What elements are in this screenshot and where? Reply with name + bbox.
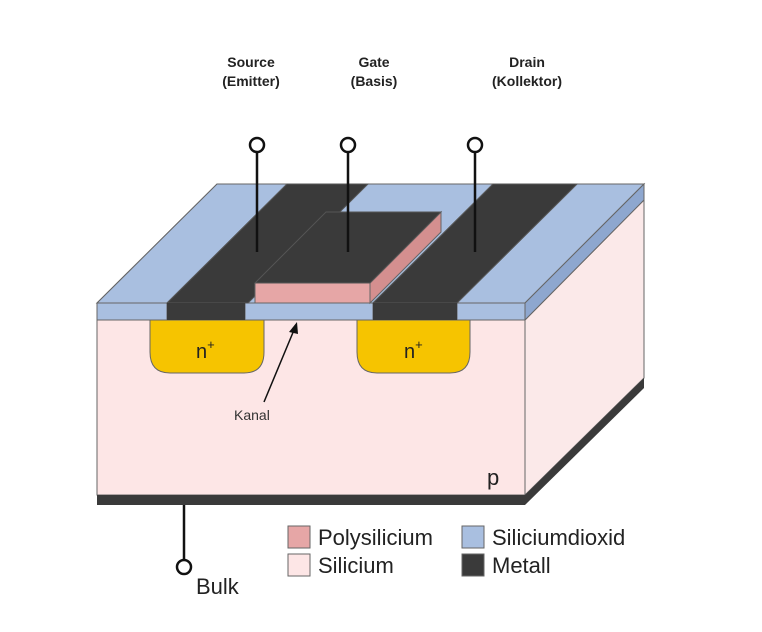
- source-terminal: [248, 136, 266, 154]
- legend-label-siliciumdioxid: Siliciumdioxid: [492, 525, 625, 550]
- legend-label-silicium: Silicium: [318, 553, 394, 578]
- drain-label: Drain: [509, 54, 545, 70]
- n-plus-source-region: [149, 319, 265, 374]
- oxide-left-front: [96, 302, 168, 321]
- bulk-label: Bulk: [196, 574, 240, 599]
- source-metal-front: [167, 303, 245, 320]
- oxide-right-side: [524, 182, 645, 322]
- bulk-metal-contact-side: [525, 378, 644, 505]
- gate-oxide-front: [244, 302, 374, 321]
- n-drain-superscript: +: [415, 337, 423, 352]
- source-label: Source: [227, 54, 275, 70]
- n-plus-drain-region: [356, 319, 471, 374]
- bulk-terminal: [175, 558, 193, 576]
- n-source-text: n: [196, 341, 207, 363]
- n-source-superscript: +: [207, 337, 215, 352]
- gate-terminal: [339, 136, 357, 154]
- legend-swatch-metall: [461, 553, 485, 577]
- channel-arrow-head: [289, 322, 298, 334]
- polysilicon-front: [254, 282, 371, 304]
- drain-metal-front: [373, 303, 457, 320]
- channel-arrow-line: [263, 329, 295, 403]
- source-alt-label: (Emitter): [222, 73, 280, 89]
- drain-terminal: [466, 136, 484, 154]
- n-plus-source-label: n+: [196, 337, 215, 363]
- substrate-label: p: [487, 465, 499, 490]
- oxide-right-front: [456, 302, 526, 321]
- gate-label: Gate: [358, 54, 389, 70]
- channel-label: Kanal: [234, 407, 270, 423]
- n-drain-text: n: [404, 341, 415, 363]
- legend: Polysilicium Siliciumdioxid Silicium Met…: [287, 525, 625, 578]
- legend-label-metall: Metall: [492, 553, 551, 578]
- legend-swatch-polysilicium: [287, 525, 311, 549]
- gate-alt-label: (Basis): [351, 73, 398, 89]
- legend-swatch-siliciumdioxid: [461, 525, 485, 549]
- legend-swatch-silicium: [287, 553, 311, 577]
- drain-alt-label: (Kollektor): [492, 73, 562, 89]
- legend-label-polysilicium: Polysilicium: [318, 525, 433, 550]
- n-plus-drain-label: n+: [404, 337, 423, 363]
- bulk-metal-contact: [97, 495, 525, 505]
